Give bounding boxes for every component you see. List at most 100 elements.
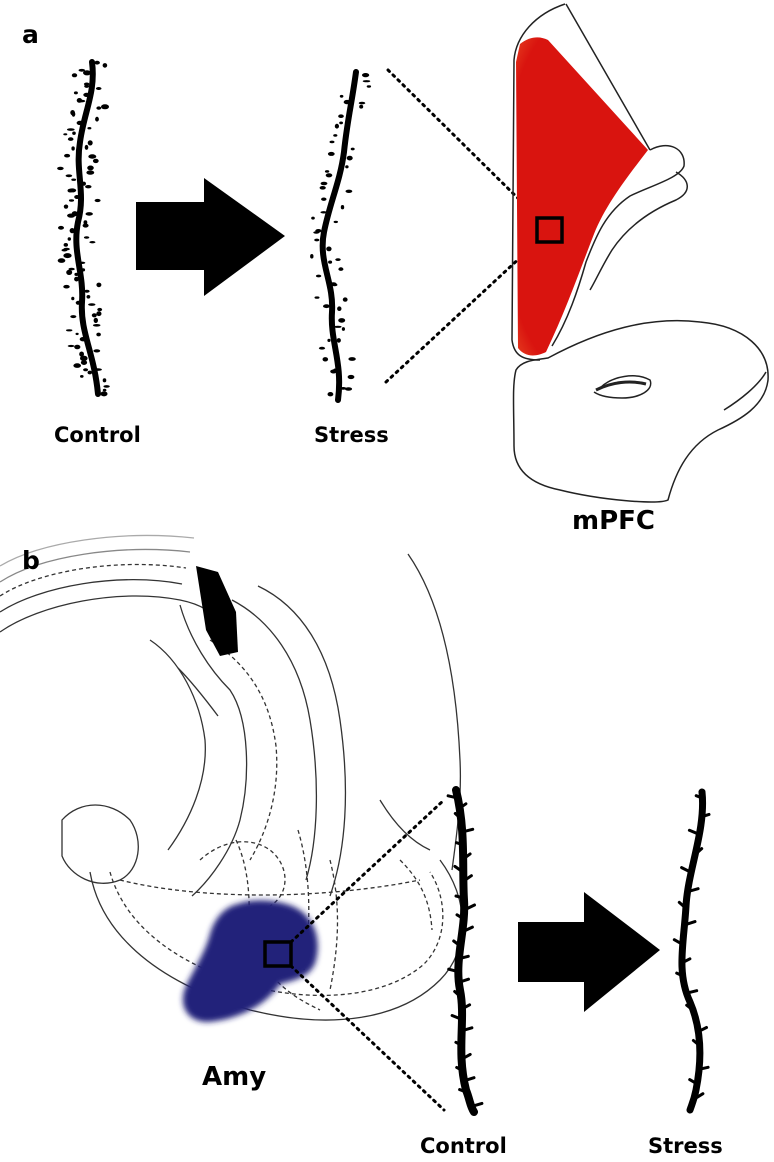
dendritic-spine — [460, 1003, 472, 1011]
dendritic-spine — [79, 351, 84, 357]
dendritic-spine — [350, 147, 355, 151]
zoom-line-bottom-b — [289, 964, 446, 1112]
dendritic-spine — [345, 165, 349, 169]
dendritic-spine — [330, 369, 337, 374]
dendritic-spine — [71, 178, 77, 181]
dendritic-spine — [87, 140, 93, 146]
dendritic-spine — [450, 1014, 464, 1021]
dendritic-spine — [454, 841, 465, 847]
dendritic-spine — [339, 121, 343, 125]
dendritic-spine — [328, 260, 333, 264]
dendritic-spine — [67, 344, 75, 348]
dendritic-spine — [67, 237, 72, 241]
dendritic-spine — [675, 971, 685, 978]
dendritic-spine — [82, 223, 89, 228]
dendritic-spine — [96, 106, 102, 110]
dendritic-spine — [71, 296, 75, 301]
dendritic-spine — [80, 355, 88, 361]
dendritic-spine — [696, 1026, 708, 1034]
dendritic-spine — [70, 315, 77, 319]
dendritic-spine — [74, 276, 79, 282]
panel-a-letter: a — [22, 20, 39, 49]
dendritic-spine — [83, 92, 91, 97]
dendritic-spine — [310, 253, 314, 259]
dendritic-spine — [462, 903, 476, 912]
dendritic-spine — [462, 1076, 476, 1083]
dendritic-spine — [323, 304, 330, 309]
dendritic-spine — [324, 170, 330, 173]
dendritic-spine — [693, 847, 704, 856]
zoom-line-top-b — [289, 798, 446, 944]
panel-b-letter: b — [22, 546, 40, 575]
zoom-line-bottom-a — [384, 240, 539, 384]
amygdala-zoom-box — [263, 940, 293, 968]
dendritic-spine — [101, 104, 109, 110]
arrow-right-icon — [518, 892, 660, 1012]
panel-a — [57, 3, 769, 503]
dendritic-spine — [454, 1040, 463, 1047]
dendritic-spine — [326, 246, 332, 252]
dendritic-spine — [67, 188, 73, 193]
dendritic-spine — [67, 137, 74, 141]
dendritic-spine — [339, 94, 344, 98]
dendritic-spine — [57, 258, 66, 263]
dendritic-spine — [322, 357, 329, 362]
dendritic-spine — [63, 284, 70, 289]
dendritic-spine — [83, 82, 90, 86]
dendritic-spine — [362, 80, 371, 83]
dendritic-spine — [455, 1065, 464, 1073]
dendritic-spine — [65, 174, 73, 178]
dendritic-spine — [94, 60, 100, 65]
dendritic-spine — [68, 267, 75, 271]
dendritic-spine — [97, 307, 103, 312]
dendritic-spine — [92, 324, 101, 327]
control-dendrite-a — [57, 59, 110, 397]
panel-b — [0, 534, 711, 1116]
dendritic-spine — [87, 165, 94, 171]
dendritic-spine — [63, 253, 72, 259]
mpfc-section — [511, 3, 769, 503]
dendritic-spine — [314, 296, 320, 299]
dendritic-spine — [86, 295, 91, 299]
dendritic-spine — [96, 282, 102, 288]
mpfc-label: mPFC — [572, 506, 655, 536]
dendritic-spine — [100, 391, 108, 397]
dendritic-spine — [338, 318, 346, 323]
dendritic-spine — [694, 794, 704, 800]
dendritic-spine — [63, 133, 68, 136]
dendritic-spine — [320, 211, 328, 214]
dendritic-spine — [453, 864, 465, 874]
dendritic-spine — [461, 852, 472, 861]
dendritic-spine — [88, 303, 96, 306]
amy-label: Amy — [202, 1062, 267, 1092]
dendritic-spine — [84, 289, 90, 293]
dendritic-spine — [80, 375, 84, 378]
dendritic-spine — [366, 85, 372, 88]
dendritic-spine — [318, 346, 326, 350]
dendritic-spine — [78, 261, 86, 264]
dendritic-spine — [680, 866, 693, 874]
dendritic-spine — [327, 338, 331, 342]
dendritic-spine — [327, 151, 335, 156]
dendritic-spine — [80, 360, 88, 365]
dendritic-spine — [691, 1039, 702, 1048]
dendritic-spine — [95, 87, 102, 90]
dendritic-spine — [358, 101, 366, 105]
dendritic-spine — [685, 1003, 695, 1012]
dendritic-spine — [96, 311, 102, 317]
dendritic-spine — [672, 938, 685, 946]
dendritic-spine — [359, 104, 364, 109]
dendritic-spine — [58, 225, 64, 230]
stress-label-b: Stress — [648, 1134, 723, 1158]
dendritic-spine — [81, 181, 86, 186]
stress-label-a: Stress — [314, 423, 389, 447]
dendritic-spine — [85, 212, 93, 216]
dendritic-spine — [81, 268, 86, 272]
dendritic-spine — [63, 243, 68, 247]
dendritic-spine — [93, 349, 101, 353]
dendritic-spine — [687, 828, 701, 836]
dendritic-spine — [460, 1052, 472, 1061]
arrow-right-icon — [136, 178, 285, 296]
control-dendrite-b — [446, 786, 484, 1116]
mpfc-region — [516, 37, 648, 356]
